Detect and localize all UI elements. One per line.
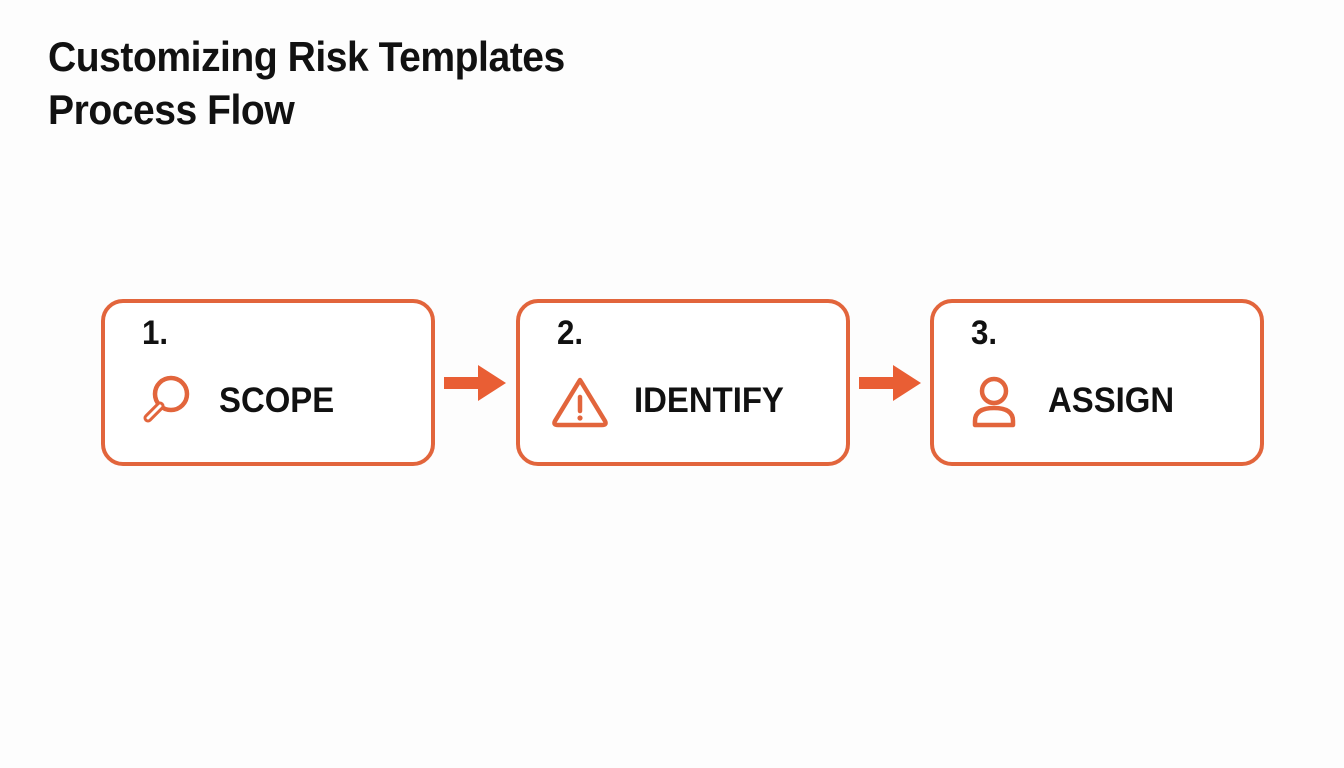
arrow-right-icon: [444, 364, 507, 401]
step-label: SCOPE: [219, 381, 335, 420]
flow-step-card-scope[interactable]: 1. SCOPE: [101, 299, 435, 466]
flow-connector-2: [850, 299, 931, 466]
warning-triangle-icon: [551, 377, 608, 428]
step-content: IDENTIFY: [550, 365, 832, 437]
step-number-label: 3.: [971, 314, 998, 352]
flow-connector-1: [435, 299, 516, 466]
page-title: Customizing Risk Templates Process Flow: [48, 30, 808, 136]
magnifier-icon: [143, 375, 190, 423]
process-flow-diagram: 1. SCOPE 2. IDENTIFY: [101, 299, 1264, 466]
step-label: IDENTIFY: [633, 381, 784, 420]
step-label: ASSIGN: [1048, 381, 1175, 420]
step-number-label: 1.: [142, 314, 169, 352]
page-title-line-2: Process Flow: [48, 86, 295, 133]
flow-step-card-assign[interactable]: 3. ASSIGN: [930, 299, 1264, 466]
person-icon: [972, 376, 1016, 428]
step-content: ASSIGN: [964, 365, 1246, 437]
page-title-line-1: Customizing Risk Templates: [48, 33, 565, 80]
flow-step-card-identify[interactable]: 2. IDENTIFY: [515, 299, 850, 466]
step-number-label: 2.: [556, 314, 583, 352]
arrow-right-icon: [858, 364, 921, 401]
step-content: SCOPE: [135, 365, 417, 437]
